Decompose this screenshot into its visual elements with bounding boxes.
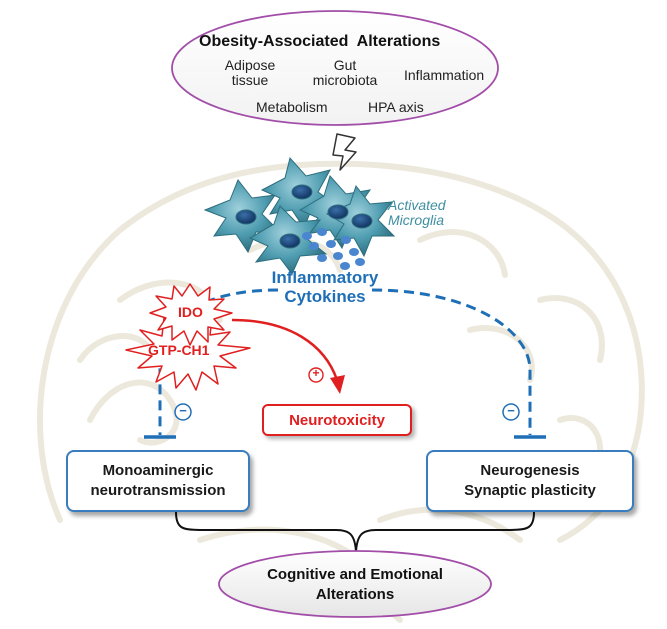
lightning-icon	[332, 133, 357, 171]
obesity-title: Obesity-Associated Alterations	[199, 33, 441, 50]
activation-arrow	[231, 318, 339, 381]
obesity-ellipse	[171, 10, 499, 126]
gtp-starburst-icon	[125, 314, 251, 391]
left-minus-icon	[174, 403, 192, 421]
metabolism-label: Metabolism	[256, 99, 328, 115]
plus-icon	[308, 367, 324, 383]
right-minus-sign: −	[507, 403, 515, 418]
left-minus-sign: −	[179, 403, 187, 418]
right-inhibition-arc	[371, 288, 532, 435]
right-minus-icon	[502, 403, 520, 421]
activation-arrowhead	[330, 375, 345, 394]
hpa-label: HPA axis	[368, 99, 424, 115]
ido-starburst-icon	[149, 283, 233, 346]
gtp-label: GTP-CH1	[148, 342, 210, 358]
cytokine-dots	[302, 228, 365, 270]
neurotoxicity-label: Neurotoxicity	[289, 411, 385, 429]
ido-label: IDO	[178, 304, 203, 320]
inflammation-label: Inflammation	[404, 67, 485, 83]
neurotoxicity-box: Neurotoxicity	[262, 404, 412, 436]
plus-sign: +	[312, 366, 320, 380]
outcome-ellipse	[218, 550, 492, 618]
